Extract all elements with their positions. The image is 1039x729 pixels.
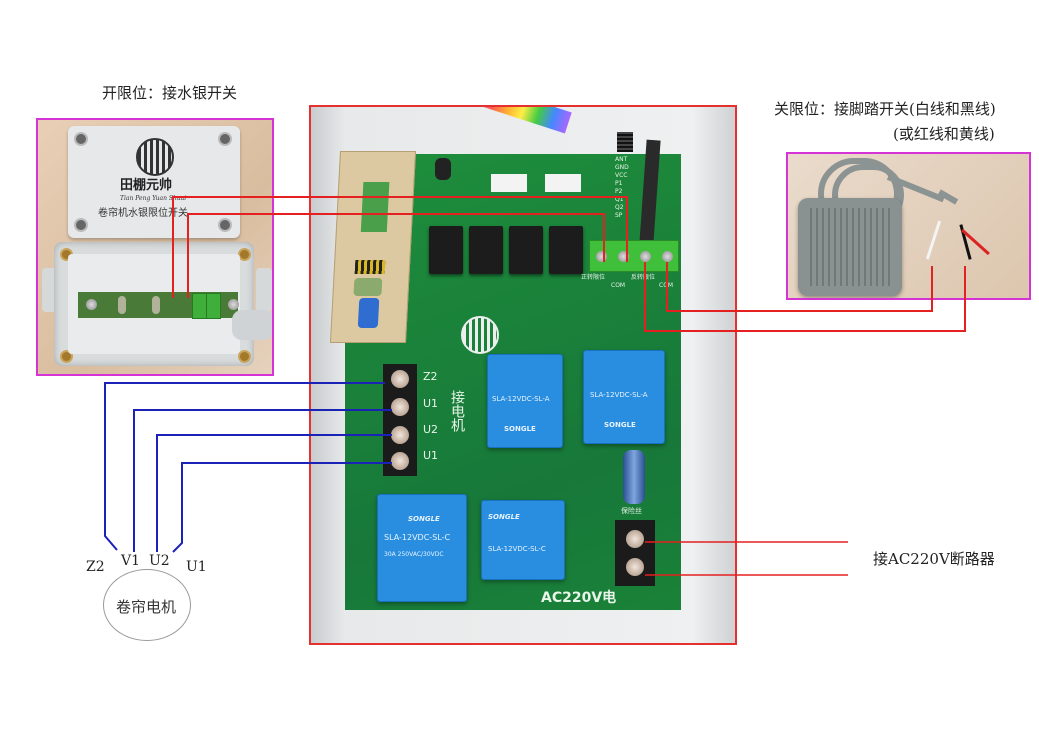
motor-terminal-u1: U1	[186, 559, 207, 575]
mercury-switch-photo: 田棚元帅 Tian Peng Yuan Shuai 卷帘机水银限位开关	[36, 118, 274, 376]
power-supply-board	[329, 151, 417, 343]
open-limit-label: 开限位：接水银开关	[102, 84, 238, 102]
power-relay-k3: SONGLE SLA-12VDC-SL-C 30A 250VAC/30VDC	[377, 494, 467, 602]
limit-terminal-labels: 正转限位 COM 反转限位 COM	[581, 274, 674, 289]
ac-label: AC220V电	[541, 590, 617, 606]
motor-name: 卷帘电机	[116, 598, 177, 616]
close-limit-label-line1: 关限位：接脚踏开关(白线和黑线)	[774, 100, 996, 118]
board-terminal-u1b: U1	[423, 449, 439, 462]
brand-logo-icon	[136, 138, 174, 176]
curtain-motor-symbol: 卷帘电机	[103, 569, 191, 641]
brand-name-en: Tian Peng Yuan Shuai	[120, 195, 187, 202]
foot-pedal	[798, 198, 902, 296]
switch-caption: 卷帘机水银限位开关	[98, 208, 188, 219]
fuse	[623, 450, 645, 504]
ribbon-cable	[460, 107, 572, 134]
motor-terminal-u2: U2	[149, 553, 170, 569]
board-terminal-u1a: U1	[423, 397, 439, 410]
limit-terminal-block	[589, 240, 679, 272]
board-terminal-u2: U2	[423, 423, 439, 436]
ac-terminal-block	[615, 520, 655, 586]
module-pins: ANT GND VCC P1 P2 Q1 Q2 SP	[615, 156, 629, 219]
fuse-label: 保险丝	[621, 507, 642, 515]
switch-lid: 田棚元帅 Tian Peng Yuan Shuai 卷帘机水银限位开关	[68, 126, 240, 238]
motor-terminal-v1: V1	[121, 553, 141, 569]
signal-relay	[549, 226, 583, 274]
motor-terminal-z2: Z2	[86, 559, 105, 575]
control-box-photo: ANT GND VCC P1 P2 Q1 Q2 SP 正转限位 COM 反转限位…	[309, 105, 737, 645]
cable-gland	[232, 310, 272, 340]
switch-box	[54, 242, 254, 366]
rf-module	[639, 139, 661, 245]
antenna-coil-icon	[617, 132, 633, 152]
motor-connect-label: 接电机	[449, 390, 465, 432]
power-relay-k2: SLA-12VDC-SL-A SONGLE	[487, 354, 563, 448]
brand-name-cn: 田棚元帅	[120, 178, 173, 193]
mercury-pcb-strip	[78, 292, 239, 319]
signal-relay	[509, 226, 543, 274]
signal-relay	[469, 226, 503, 274]
board-terminal-z2: Z2	[423, 370, 438, 383]
foot-pedal-photo	[786, 152, 1031, 300]
white-wire	[925, 220, 942, 260]
motor-terminal-block	[383, 364, 417, 476]
power-relay-k1: SLA-12VDC-SL-A SONGLE	[583, 350, 665, 444]
power-relay-k4: SONGLE SLA-12VDC-SL-C	[481, 500, 565, 580]
board-logo-icon	[461, 316, 499, 354]
breaker-label: 接AC220V断路器	[873, 550, 995, 568]
signal-relay	[429, 226, 463, 274]
close-limit-label-line2: (或红线和黄线)	[893, 125, 995, 143]
